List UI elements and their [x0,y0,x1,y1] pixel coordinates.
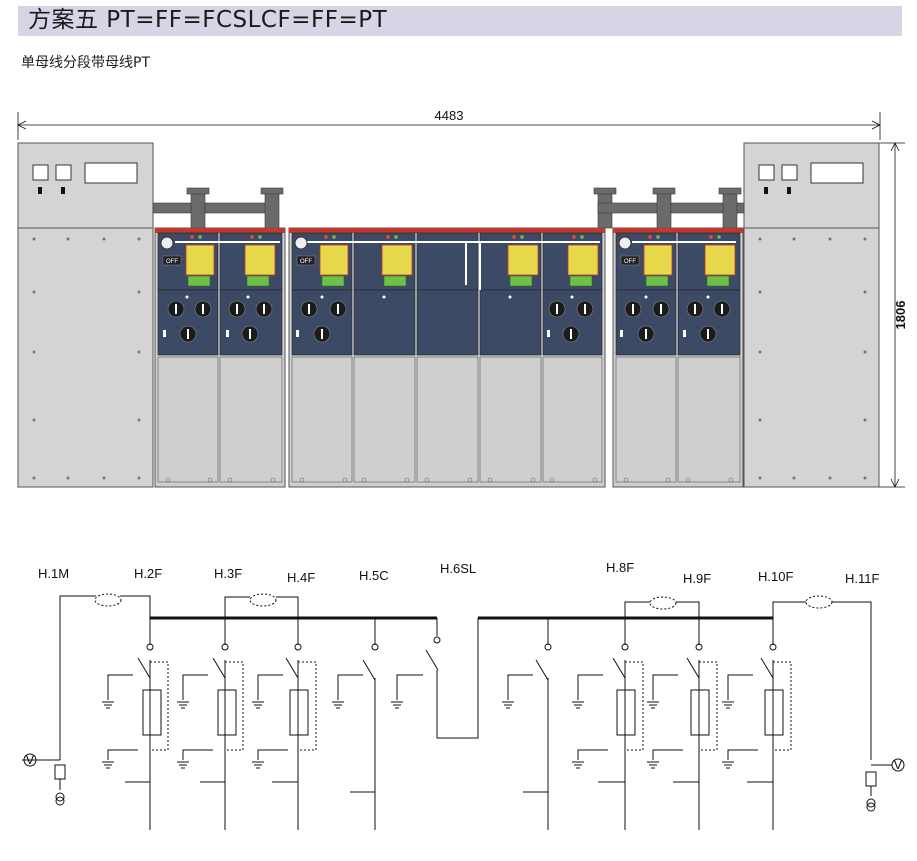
cable-pipes [152,187,745,229]
front-busbar-lines [175,241,736,290]
label-h6sl: H.6SL [440,561,476,576]
page-title: 方案五 PT=FF=FCSLCF=FF=PT [28,7,388,33]
ground-symbols [102,701,734,769]
label-h10f: H.10F [758,569,793,584]
label-h8f: H.8F [606,560,634,575]
front-panel-widgets: OFF OFF OFF [160,235,736,299]
rmu-group-3 [612,227,744,488]
single-line-diagram [22,593,905,830]
label-h5c: H.5C [359,568,389,583]
height-dimension-label: 1806 [893,301,908,330]
nameplate-off-1: OFF [166,259,178,265]
width-dimension: 4483 [17,108,881,140]
page-subtitle: 单母线分段带母线PT [21,55,150,71]
voltmeter-left-symbol: V [26,752,35,767]
voltmeter-right-symbol: V [894,757,903,772]
label-h2f: H.2F [134,566,162,581]
height-dimension: 1806 [876,142,908,488]
left-pt-cabinet [17,142,154,488]
label-h4f: H.4F [287,570,315,585]
nameplate-off-3: OFF [624,259,636,265]
rmu-bottom-screws [165,477,734,483]
label-h1m: H.1M [38,566,69,581]
title-bar [18,6,902,36]
nameplate-off-2: OFF [300,259,312,265]
width-dimension-label: 4483 [435,108,464,123]
label-h9f: H.9F [683,571,711,586]
knob-slots [163,304,723,339]
rmu-group-1 [154,227,286,488]
label-h11f: H.11F [845,571,879,586]
right-pt-cabinet [743,142,880,488]
single-line-labels: H.1M H.2F H.3F H.4F H.5C H.6SL H.8F H.9F… [38,560,879,586]
label-h3f: H.3F [214,566,242,581]
